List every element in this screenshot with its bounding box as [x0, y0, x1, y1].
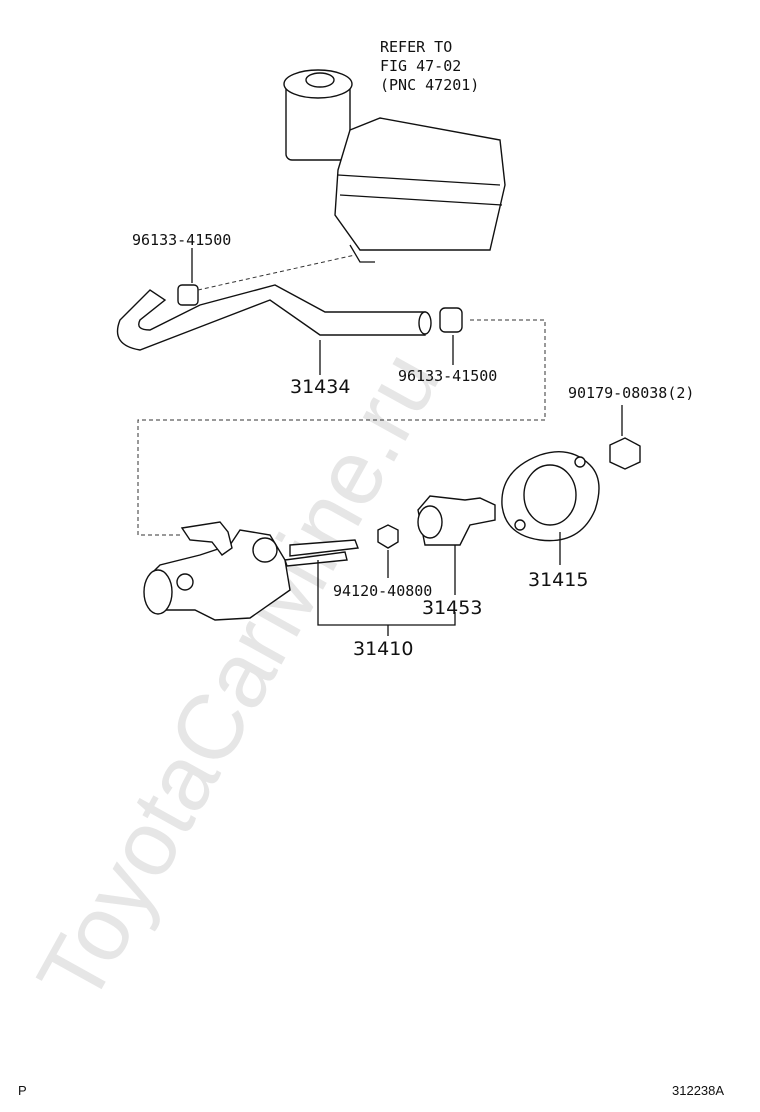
label-clip-right[interactable]: 96133-41500 — [398, 367, 497, 385]
boot-drawing — [417, 495, 496, 595]
label-gasket[interactable]: 31415 — [528, 569, 588, 591]
label-cylinder[interactable]: 31410 — [353, 638, 413, 660]
refer-note-line-3: (PNC 47201) — [380, 76, 479, 94]
refer-note-line-1: REFER TO — [380, 38, 452, 56]
label-clip-top[interactable]: 96133-41500 — [132, 231, 231, 249]
cylinder-drawing — [143, 521, 456, 636]
watermark: ToyotaCarMine.ru — [18, 335, 459, 1019]
clip-right-drawing — [439, 307, 463, 365]
footer-figure-number: 312238A — [672, 1083, 724, 1098]
footer-left-code: P — [18, 1083, 27, 1098]
label-nut[interactable]: 90179-08038(2) — [568, 384, 694, 402]
clip-top-drawing — [177, 248, 199, 306]
label-boot[interactable]: 31453 — [422, 597, 482, 619]
label-hose[interactable]: 31434 — [290, 376, 350, 398]
small-nut-drawing — [377, 524, 399, 578]
gasket-drawing — [501, 451, 600, 565]
label-small-nut[interactable]: 94120-40800 — [333, 582, 432, 600]
nut-drawing — [609, 405, 641, 470]
reservoir-drawing — [283, 69, 506, 263]
hose-drawing — [116, 284, 432, 351]
refer-note-line-2: FIG 47-02 — [380, 57, 461, 75]
